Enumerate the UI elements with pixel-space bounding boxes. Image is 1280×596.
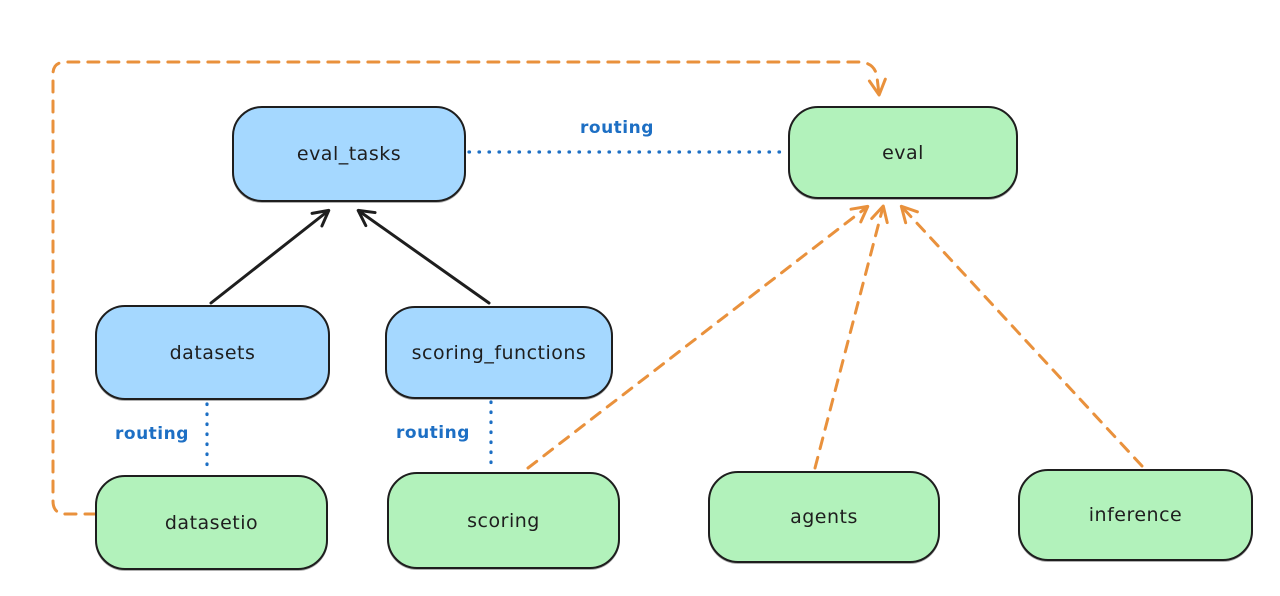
node-eval: eval [788,106,1018,199]
edge-datasetio-to-eval-loop [51,60,887,516]
edge-scoring-to-eval [526,204,870,470]
node-scoring-functions-label: scoring_functions [411,341,587,364]
node-datasetio: datasetio [95,475,328,570]
node-scoring: scoring [387,472,620,569]
node-inference-label: inference [1088,504,1183,526]
routing-label-scoring-functions-scoring: routing [396,423,470,443]
edge-agents-to-eval [813,204,889,470]
node-eval-tasks-label: eval_tasks [296,143,402,165]
node-agents-label: agents [790,506,858,528]
routing-label-datasets-datasetio: routing [115,424,189,444]
edge-inference-to-eval [899,204,1144,468]
edge-scoring-functions-to-eval-tasks [356,208,491,305]
edge-datasets-to-eval-tasks [209,208,331,305]
node-datasetio-label: datasetio [164,511,259,534]
node-inference: inference [1018,469,1253,561]
node-agents: agents [708,471,940,563]
node-scoring-label: scoring [467,509,540,532]
node-eval-label: eval [882,141,924,164]
node-scoring-functions: scoring_functions [385,306,613,399]
node-datasets-label: datasets [169,341,256,364]
node-datasets: datasets [95,305,330,400]
node-eval-tasks: eval_tasks [232,106,466,202]
routing-label-eval-tasks-eval: routing [580,118,654,138]
